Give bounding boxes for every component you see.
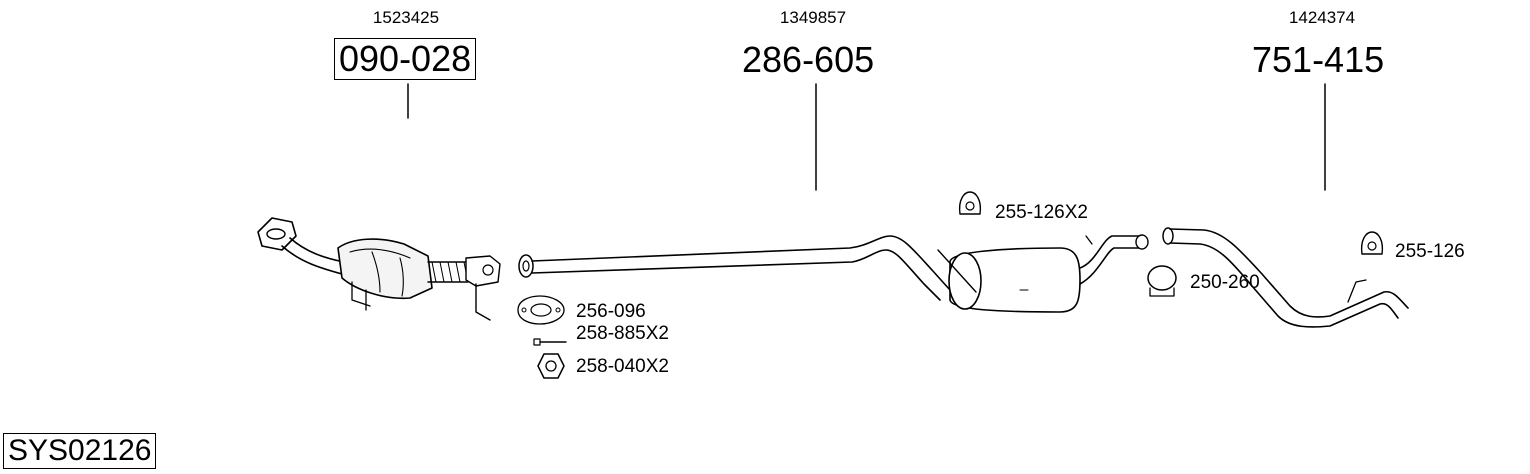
gasket-icon — [517, 295, 565, 325]
nut-icon — [537, 353, 565, 379]
part-ref-1: 1523425 — [372, 8, 440, 27]
accessory-label-hanger-2[interactable]: 255-126 — [1395, 241, 1465, 262]
part-ref-3: 1424374 — [1288, 8, 1356, 27]
part-number-1[interactable]: 090-028 — [334, 38, 477, 80]
system-code: SYS02126 — [3, 433, 157, 469]
tailpipe — [1162, 227, 1409, 328]
accessory-label-nut[interactable]: 258-040X2 — [576, 356, 669, 377]
catalytic-converter — [257, 217, 501, 321]
part-ref-2: 1349857 — [779, 8, 847, 27]
pipe-clamp-icon — [1147, 265, 1177, 297]
rubber-hanger-icon-2 — [1360, 231, 1384, 255]
rear-silencer — [937, 234, 1149, 313]
rubber-hanger-icon-1 — [958, 191, 982, 215]
accessory-label-hanger-1[interactable]: 255-126X2 — [995, 202, 1088, 223]
part-number-3[interactable]: 751-415 — [1252, 39, 1385, 80]
accessory-label-clamp[interactable]: 250-260 — [1190, 272, 1260, 293]
accessory-label-gasket[interactable]: 256-096 — [576, 301, 646, 322]
intermediate-pipe — [518, 235, 951, 301]
part-number-2[interactable]: 286-605 — [742, 39, 875, 80]
bolt-icon — [533, 338, 567, 346]
accessory-label-bolt[interactable]: 258-885X2 — [576, 323, 669, 344]
